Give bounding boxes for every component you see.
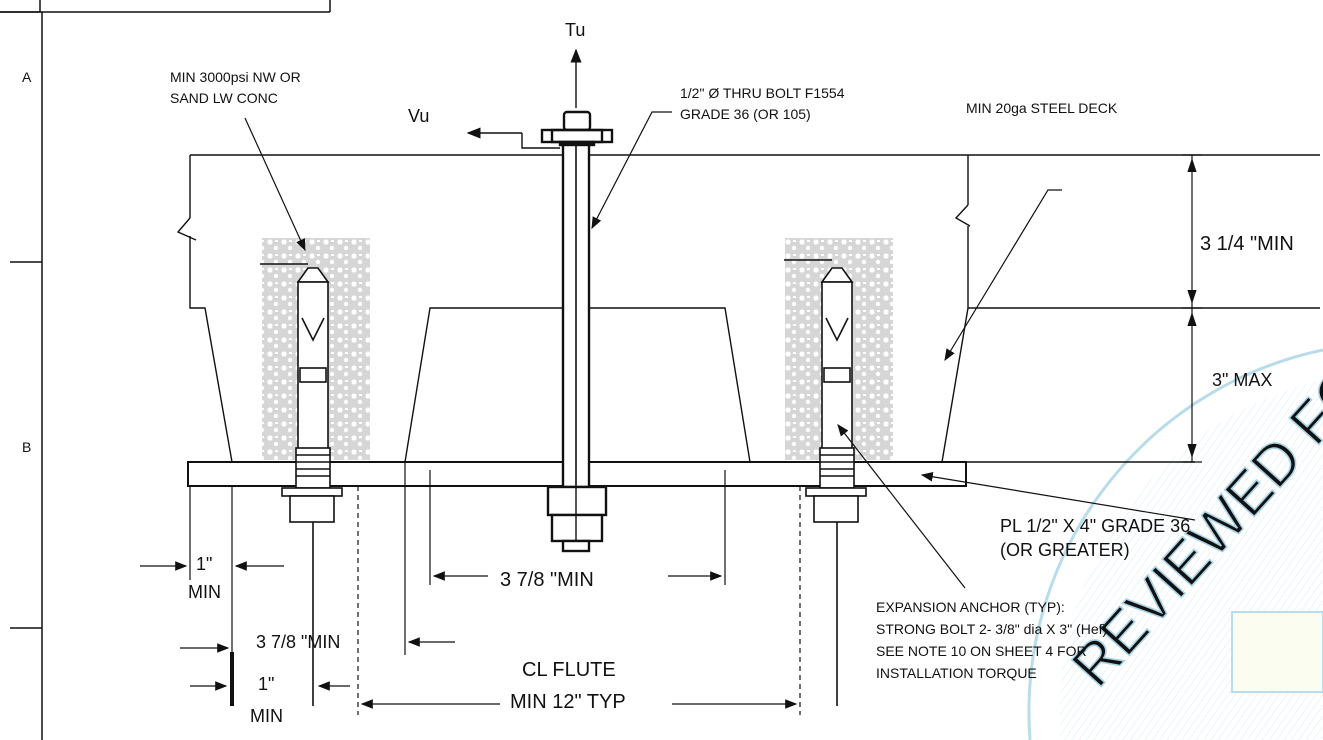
anchor-note-line2: STRONG BOLT 2- 3/8" dia X 3" (Hef)	[876, 621, 1107, 637]
depth-dimensions	[1182, 154, 1202, 463]
cl-flute-dim: MIN 12" TYP	[510, 691, 626, 713]
zone-b-label: B	[22, 439, 31, 455]
plate-note-line1: PL 1/2" X 4" GRADE 36	[1000, 516, 1190, 536]
flute-bottom-label: 3 7/8 "MIN	[256, 632, 340, 652]
shear-label: Vu	[408, 106, 429, 126]
concrete-note-line2: SAND LW CONC	[170, 90, 278, 106]
thru-bolt	[540, 110, 614, 553]
bolt-note-line2: GRADE 36 (OR 105)	[680, 106, 811, 122]
depth-top-label: 3 1/4 "MIN	[1200, 233, 1294, 255]
deck-note: MIN 20ga STEEL DECK	[966, 100, 1118, 116]
tension-label: Tu	[565, 20, 585, 40]
anchor-note-line3: SEE NOTE 10 ON SHEET 4 FOR	[876, 643, 1087, 659]
expansion-anchor-right	[784, 259, 867, 706]
edge-b-unit: MIN	[250, 706, 283, 726]
sheet-border	[0, 0, 331, 740]
edge-dim-unit: MIN	[188, 582, 221, 602]
expansion-anchor-left	[260, 263, 343, 706]
flute-width-label: 3 7/8 "MIN	[500, 569, 594, 591]
zone-a-label: A	[22, 69, 32, 85]
leaders	[244, 111, 1196, 589]
anchor-note-line4: INSTALLATION TORQUE	[876, 665, 1037, 681]
depth-bottom-label: 3" MAX	[1212, 370, 1272, 390]
anchor-note-line1: EXPANSION ANCHOR (TYP):	[876, 599, 1065, 615]
edge-dim-value: 1"	[196, 554, 212, 574]
force-arrows	[466, 48, 582, 149]
bolt-note-line1: 1/2" Ø THRU BOLT F1554	[680, 85, 845, 101]
edge-b-value: 1"	[258, 674, 274, 694]
cl-flute-label: CL FLUTE	[522, 659, 616, 681]
plate-note-line2: (OR GREATER)	[1000, 540, 1130, 560]
concrete-note-line1: MIN 3000psi NW OR	[170, 69, 301, 85]
bottom-dimensions	[140, 462, 801, 715]
